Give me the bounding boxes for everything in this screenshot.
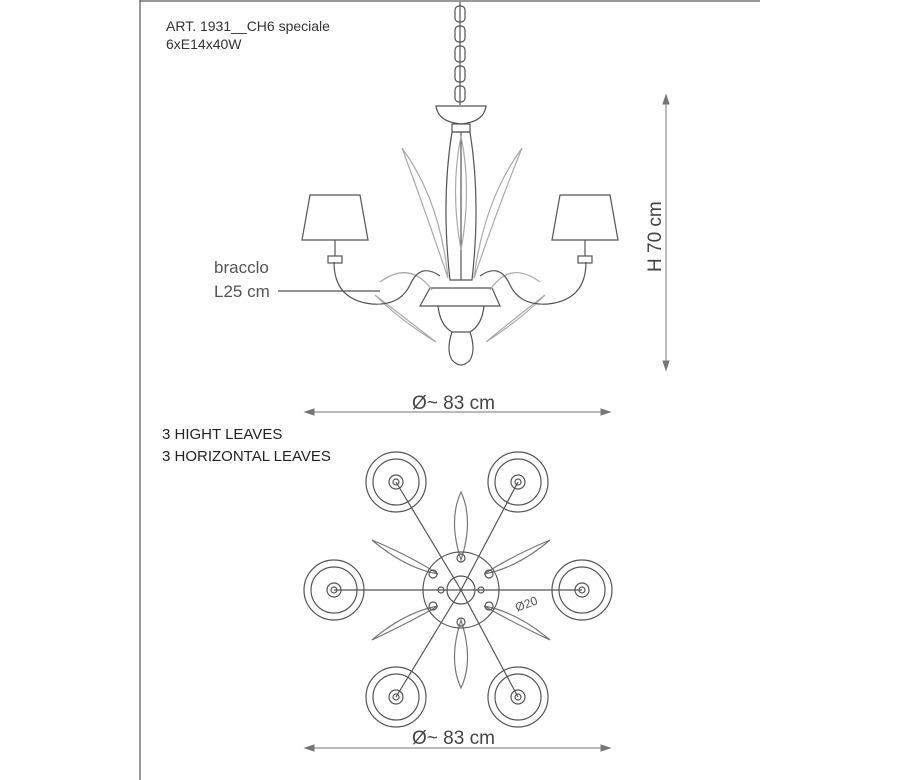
top-shade-6: [487, 666, 549, 728]
top-view: [303, 451, 613, 728]
height-label: H 70 cm: [645, 201, 666, 272]
top-shade-2: [487, 451, 549, 513]
bulb-spec: 6xE14x40W: [166, 36, 242, 52]
finial: [448, 331, 474, 366]
top-diameter-dimension: [303, 744, 612, 752]
side-view: [278, 2, 619, 366]
top-diameter-label: Ø~ 83 cm: [412, 728, 495, 749]
canopy: [435, 105, 487, 125]
arm-left: [333, 261, 441, 305]
top-shade-5: [365, 666, 427, 728]
tall-leaves: [401, 135, 523, 279]
bowl-base: [437, 305, 485, 333]
hub-inner: [446, 575, 476, 605]
canopy-collar: [451, 123, 471, 133]
height-dimension: [662, 93, 670, 372]
arm-label: bracclo: [214, 258, 269, 277]
hub-holes: [428, 553, 494, 627]
cup-left: [327, 255, 343, 264]
high-leaves-label: 3 HIGHT LEAVES: [162, 426, 283, 443]
hub-outer: [422, 551, 500, 629]
cup-right: [577, 255, 593, 264]
arm-right: [479, 261, 587, 305]
frame-lines: [139, 0, 760, 780]
shade-right: [551, 194, 619, 241]
top-shade-3: [303, 559, 365, 621]
arm-length-label: L25 cm: [214, 282, 270, 301]
horizontal-leaves-label: 3 HORIZONTAL LEAVES: [162, 448, 331, 465]
chain: [454, 2, 466, 105]
lower-leaves: [374, 272, 546, 343]
shade-left: [301, 194, 369, 241]
side-diameter-dimension: [303, 408, 612, 416]
side-diameter-label: Ø~ 83 cm: [412, 393, 495, 414]
top-shade-4: [551, 559, 613, 621]
article-title: ART. 1931__CH6 speciale: [166, 18, 330, 34]
bowl: [418, 287, 501, 307]
top-shade-1: [365, 451, 427, 513]
spokes: [334, 481, 582, 698]
top-leaves: [371, 490, 551, 690]
central-stem: [445, 131, 477, 281]
